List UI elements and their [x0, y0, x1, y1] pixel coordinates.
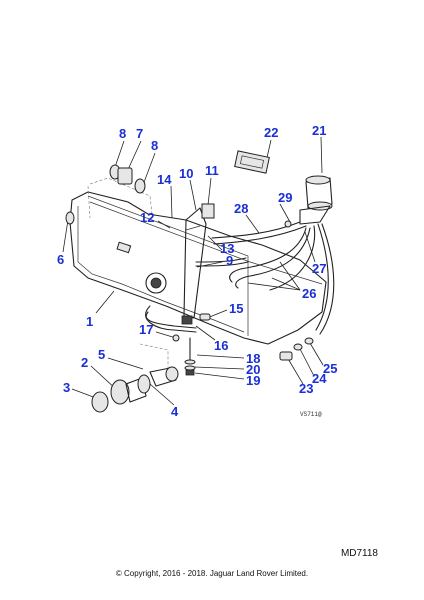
drawing-reference: VS711@ [300, 411, 322, 418]
sender-unit [234, 150, 333, 225]
callout-14: 14 [157, 172, 172, 187]
tank-strap [181, 203, 215, 325]
callout-5: 5 [98, 347, 105, 362]
fuel-pipes [195, 220, 335, 335]
callout-24: 24 [312, 371, 327, 386]
callout-1: 1 [86, 314, 93, 329]
callout-25: 25 [323, 361, 337, 376]
copyright-text: © Copyright, 2016 - 2018. Jaguar Land Ro… [115, 569, 309, 578]
callout-2: 2 [81, 355, 88, 370]
diagram-code: MD7118 [340, 548, 378, 559]
callout-7: 7 [136, 126, 143, 141]
fuel-tank [69, 177, 327, 345]
callout-13: 13 [220, 241, 234, 256]
callout-20: 20 [246, 362, 260, 377]
callout-29: 29 [278, 190, 292, 205]
callout-9: 9 [226, 253, 233, 268]
callout-16: 16 [214, 338, 228, 353]
callout-8b: 8 [151, 138, 158, 153]
callout-12: 12 [140, 210, 154, 225]
filler-cap-assembly [65, 164, 146, 225]
drain-plug-parts [184, 337, 196, 376]
callout-23: 23 [299, 381, 313, 396]
drain-pipe [139, 305, 211, 368]
callout-26: 26 [302, 286, 316, 301]
callout-18: 18 [246, 351, 260, 366]
pump-assembly [91, 366, 179, 413]
callout-28: 28 [234, 201, 248, 216]
callout-27: 27 [312, 261, 326, 276]
callout-10: 10 [179, 166, 193, 181]
callout-3: 3 [63, 380, 70, 395]
callout-labels: 8 7 8 14 10 11 22 21 29 28 12 6 13 9 27 … [57, 123, 337, 419]
callout-8a: 8 [119, 126, 126, 141]
callout-4: 4 [171, 404, 179, 419]
callout-11: 11 [205, 163, 219, 178]
mounting-hardware [279, 337, 314, 361]
callout-17: 17 [139, 322, 153, 337]
callout-6: 6 [57, 252, 64, 267]
callout-15: 15 [229, 301, 243, 316]
callout-19: 19 [246, 373, 260, 388]
callout-22: 22 [264, 125, 278, 140]
callout-21: 21 [312, 123, 326, 138]
